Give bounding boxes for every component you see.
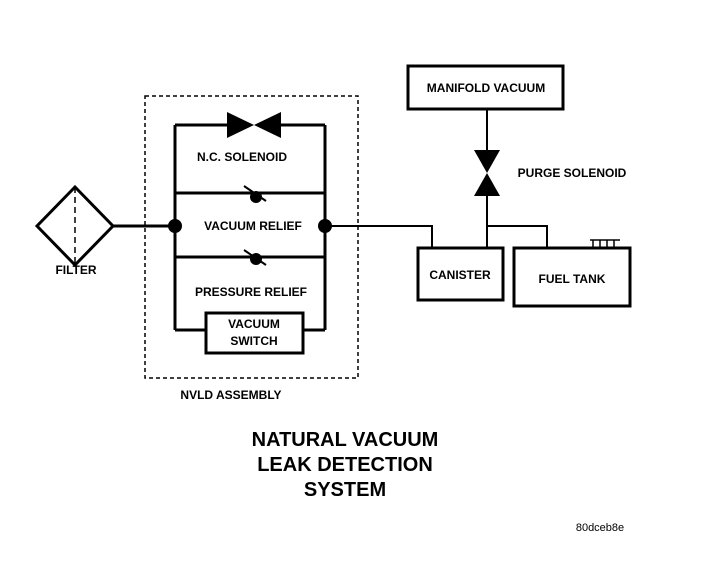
nc-solenoid-valve-icon [227,112,281,138]
pressure-relief-check-valve-icon [243,249,267,266]
canister-label: CANISTER [429,268,491,282]
nvld-assembly-label: NVLD ASSEMBLY [180,388,281,402]
fuel-tank-box [512,246,632,308]
left-junction-dot [168,219,182,233]
purge-solenoid-valve-icon [474,150,500,196]
fuel-tank-vent-icon [590,239,620,248]
diagram-title-line2: LEAK DETECTION [257,454,433,476]
nvld-assembly-box [144,95,359,379]
manifold-vacuum-box [406,64,565,111]
vacuum-switch-box [204,311,305,355]
canister-box [416,246,505,302]
vacuum-relief-label: VACUUM RELIEF [204,219,302,233]
vacuum-switch-label-line2: SWITCH [230,334,277,348]
nvld-to-canister-line [325,225,433,248]
purge-solenoid-label: PURGE SOLENOID [518,166,627,180]
figure-code: 80dceb8e [576,522,624,534]
canister-to-fuel-tank-line [487,225,548,248]
vacuum-switch-label-line1: VACUUM [228,317,280,331]
filter-symbol [34,184,116,268]
nc-solenoid-label: N.C. SOLENOID [197,150,287,164]
diagram-title-line1: NATURAL VACUUM [252,429,439,451]
manifold-vacuum-label: MANIFOLD VACUUM [427,81,545,95]
diagram-title-line3: SYSTEM [304,479,386,501]
fuel-tank-label: FUEL TANK [539,272,606,286]
pressure-relief-label: PRESSURE RELIEF [195,285,307,299]
filter-label: FILTER [55,263,96,277]
vacuum-relief-check-valve-icon [243,185,267,203]
